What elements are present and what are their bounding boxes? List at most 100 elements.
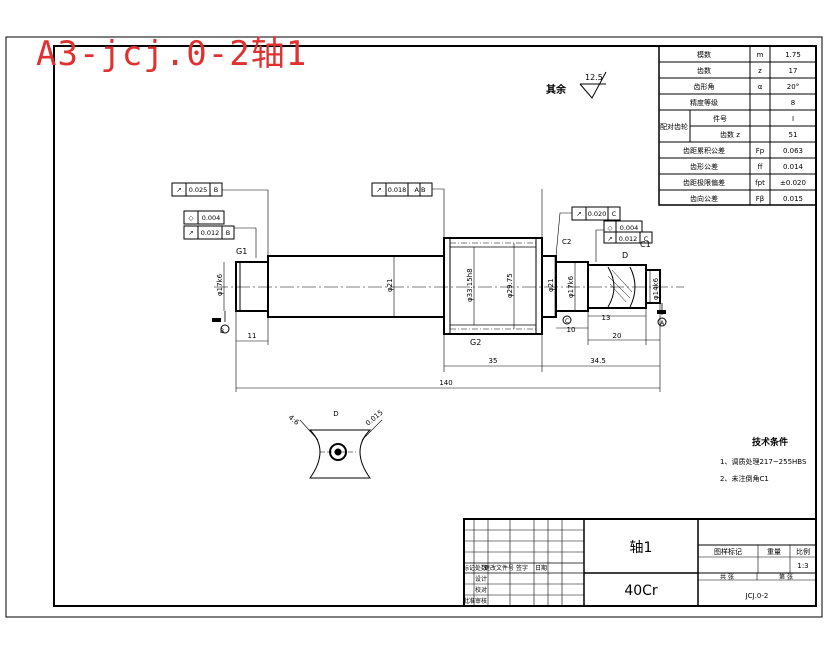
role-3: 批准 bbox=[463, 597, 475, 605]
dim-right2: φ17k6 bbox=[567, 275, 575, 298]
scale-value: 1:3 bbox=[797, 562, 808, 570]
dim-mid-dia: φ21 bbox=[386, 278, 394, 292]
section-view-text: D 4:6 0.015 bbox=[287, 409, 385, 428]
role-1: 校对 bbox=[475, 586, 487, 594]
weight-header: 重量 bbox=[767, 548, 781, 556]
param-val-9: 0.015 bbox=[783, 195, 803, 203]
tol-4: 0.018 bbox=[388, 186, 407, 194]
sheet-total: 共 张 bbox=[720, 573, 734, 581]
tol-7: 0.012 bbox=[619, 235, 638, 243]
svg-text:↗: ↗ bbox=[188, 229, 193, 237]
label-g2: G2 bbox=[470, 338, 481, 347]
params-table bbox=[658, 45, 817, 206]
drawing-number: JCJ.0-2 bbox=[745, 592, 769, 600]
section-note-left: 4:6 bbox=[287, 413, 301, 427]
param-val-6: 0.063 bbox=[783, 147, 803, 155]
param-sym-7: ff bbox=[758, 163, 763, 171]
params-table-text: 模数 m 1.75 齿数 z 17 齿形角 α 20° 精度等级 8 配对齿轮 … bbox=[660, 50, 806, 203]
param-name-8: 齿距极限偏差 bbox=[683, 178, 725, 187]
rev-header-4: 日期 bbox=[535, 564, 547, 572]
tech-item-1: 1、调质处理217~255HBS bbox=[720, 457, 807, 466]
param-val-2: 20° bbox=[787, 83, 799, 91]
tol-2: 0.004 bbox=[202, 214, 221, 222]
param-name-6: 齿距累积公差 bbox=[683, 146, 725, 155]
dim-right1: φ21 bbox=[547, 278, 555, 292]
shaft-drawing bbox=[212, 188, 684, 392]
tech-requirements: 技术条件 1、调质处理217~255HBS 2、未注倒角C1 bbox=[720, 436, 807, 483]
param-name-7: 齿形公差 bbox=[690, 162, 718, 171]
tol-1-ref: B bbox=[214, 186, 218, 194]
roughness-value: 12.5 bbox=[585, 73, 603, 82]
svg-text:↗: ↗ bbox=[607, 235, 612, 243]
param-val-8: ±0.020 bbox=[780, 179, 806, 187]
role-0: 设计 bbox=[475, 575, 487, 583]
tol-1: 0.025 bbox=[189, 186, 208, 194]
svg-text:◇: ◇ bbox=[608, 224, 613, 232]
tech-heading: 技术条件 bbox=[752, 436, 788, 448]
tech-item-2: 2、未注倒角C1 bbox=[720, 474, 769, 483]
stage-header: 图样标记 bbox=[714, 547, 742, 556]
rev-header-0: 标记 bbox=[463, 564, 475, 572]
outer-border bbox=[5, 36, 823, 618]
title-block-text: 轴1 40Cr JCJ.0-2 图样标记 重量 比例 1:3 共 张 第 张 标… bbox=[463, 540, 810, 605]
param-val-4: I bbox=[792, 115, 794, 123]
dimension-text: G1 C1 G2 C2 D B A C φ17k6 φ21 φ33.15h8 φ… bbox=[216, 238, 665, 387]
sheet-no: 第 张 bbox=[779, 573, 793, 581]
rev-header-1: 处数 bbox=[475, 564, 487, 572]
param-name-4: 配对齿轮 bbox=[660, 122, 688, 131]
param-sym-4: 件号 bbox=[713, 114, 727, 123]
tol-6: 0.004 bbox=[620, 224, 639, 232]
param-sym-5: 齿数 z bbox=[720, 130, 740, 139]
param-name-2: 齿形角 bbox=[694, 82, 715, 91]
param-val-5: 51 bbox=[789, 131, 798, 139]
dim-35: 35 bbox=[489, 357, 498, 365]
label-c1: C1 bbox=[640, 240, 651, 249]
param-sym-6: Fp bbox=[756, 147, 765, 155]
param-val-3: 8 bbox=[791, 99, 795, 107]
param-name-0: 模数 bbox=[697, 50, 711, 59]
dim-11: 11 bbox=[248, 332, 257, 340]
param-sym-2: α bbox=[758, 83, 763, 91]
label-g1: G1 bbox=[236, 247, 247, 256]
material: 40Cr bbox=[624, 583, 658, 599]
param-val-1: 17 bbox=[789, 67, 798, 75]
tol-7-ref: C bbox=[644, 235, 649, 243]
rev-header-3: 签字 bbox=[516, 564, 528, 572]
tol-3: 0.012 bbox=[201, 229, 220, 237]
dim-20: 20 bbox=[613, 332, 622, 340]
dim-left-dia: φ17k6 bbox=[216, 273, 224, 296]
param-val-7: 0.014 bbox=[783, 163, 804, 171]
rev-header-2: 更改文件号 bbox=[484, 564, 514, 572]
param-name-3: 精度等级 bbox=[690, 98, 718, 107]
tolerance-frames bbox=[171, 182, 653, 244]
datum-a: A bbox=[660, 320, 665, 327]
roughness-label: 其余 bbox=[546, 83, 567, 96]
param-name-1: 齿数 bbox=[697, 66, 711, 75]
dim-10: 10 bbox=[567, 326, 576, 334]
section-title: D bbox=[333, 410, 338, 418]
svg-text:↗: ↗ bbox=[176, 186, 181, 194]
title-block bbox=[463, 518, 817, 607]
section-note-right: 0.015 bbox=[364, 409, 384, 428]
roughness-symbol: 其余 12.5 bbox=[546, 71, 607, 99]
part-name: 轴1 bbox=[630, 540, 653, 556]
svg-text:↗: ↗ bbox=[376, 186, 381, 194]
svg-text:◇: ◇ bbox=[189, 214, 194, 222]
tol-5: 0.020 bbox=[588, 210, 607, 218]
datum-b: B bbox=[220, 328, 224, 335]
param-sym-8: fpt bbox=[755, 179, 765, 187]
section-view-d bbox=[299, 419, 383, 479]
param-name-9: 齿向公差 bbox=[690, 194, 718, 203]
scale-header: 比例 bbox=[796, 547, 810, 556]
dim-13: 13 bbox=[602, 314, 611, 322]
dim-345: 34.5 bbox=[590, 357, 606, 365]
param-sym-0: m bbox=[757, 51, 764, 59]
dim-gear-outer: φ33.15h8 bbox=[466, 268, 474, 302]
datum-c: C bbox=[565, 318, 569, 325]
dim-140: 140 bbox=[439, 379, 452, 387]
inner-border bbox=[53, 45, 817, 607]
tol-5-ref: C bbox=[612, 210, 617, 218]
label-d: D bbox=[622, 251, 628, 260]
